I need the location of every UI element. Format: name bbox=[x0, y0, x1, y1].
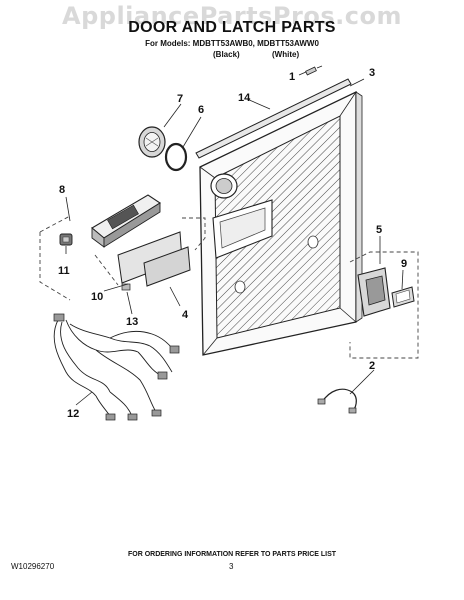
vent-cap bbox=[138, 126, 166, 158]
callout-3: 3 bbox=[369, 67, 375, 79]
callout-11: 11 bbox=[58, 265, 70, 277]
wire-harness bbox=[53, 313, 180, 421]
variant-white-label: (White) bbox=[272, 50, 300, 59]
callout-12: 12 bbox=[67, 408, 79, 420]
callout-2: 2 bbox=[369, 360, 375, 372]
callout-5: 5 bbox=[376, 224, 382, 236]
door-gasket-strip bbox=[195, 78, 352, 159]
callout-10: 10 bbox=[91, 291, 103, 303]
vent-seal-ring bbox=[164, 142, 188, 172]
latch-cable bbox=[317, 388, 357, 414]
ordering-note: FOR ORDERING INFORMATION REFER TO PARTS … bbox=[127, 551, 337, 558]
door-panel bbox=[199, 90, 363, 356]
leader-lines bbox=[65, 71, 404, 406]
control-assembly-group bbox=[39, 194, 206, 301]
callout-8: 8 bbox=[59, 184, 65, 196]
callout-14: 14 bbox=[238, 92, 251, 104]
callout-1: 1 bbox=[289, 71, 295, 83]
model-list: For Models: MDBTT53AWB0, MDBTT53AWW0 bbox=[145, 39, 319, 48]
page-title: DOOR AND LATCH PARTS bbox=[128, 19, 336, 36]
callout-4: 4 bbox=[182, 309, 189, 321]
watermark: AppliancePartsPros.com bbox=[62, 2, 402, 30]
page-number: 3 bbox=[229, 562, 234, 571]
latch-screw bbox=[305, 65, 323, 76]
callout-13: 13 bbox=[126, 316, 138, 328]
document-number: W10296270 bbox=[11, 562, 55, 571]
callout-9: 9 bbox=[401, 258, 407, 270]
callout-labels: 1 2 3 4 5 6 7 8 9 10 11 12 13 14 bbox=[58, 67, 407, 420]
callout-7: 7 bbox=[177, 93, 183, 105]
callout-6: 6 bbox=[198, 104, 204, 116]
variant-black-label: (Black) bbox=[213, 50, 240, 59]
latch-assembly-group bbox=[349, 251, 419, 359]
